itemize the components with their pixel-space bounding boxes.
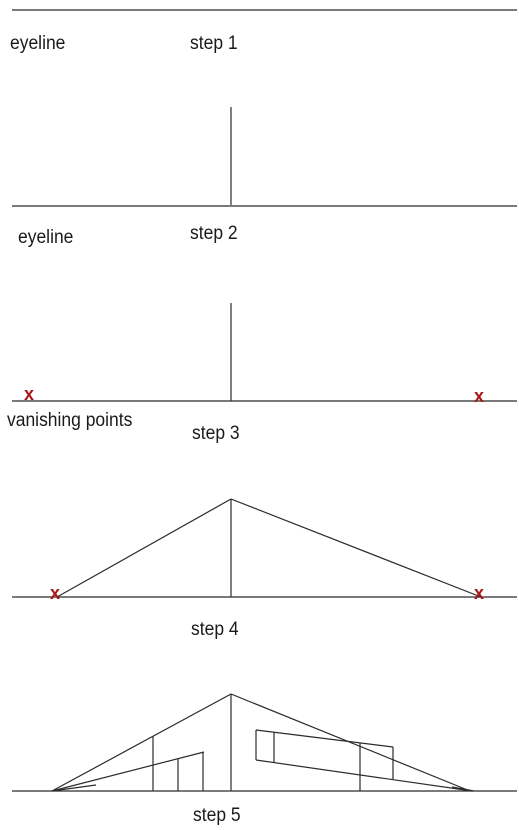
eyeline-label-1: eyeline: [10, 33, 66, 54]
step-4-label: step 4: [191, 619, 239, 640]
right-window-top: [255, 729, 394, 748]
step-5-label: step 5: [193, 805, 241, 826]
vanishing-point-left-panel-4: x: [50, 583, 61, 603]
left-base-converge-line: [51, 784, 97, 792]
vanishing-point-right-panel-4: x: [474, 583, 485, 603]
step-1-label: step 1: [190, 33, 238, 54]
left-perspective-line-panel-4: [56, 498, 232, 598]
vanishing-point-right-panel-3: x: [474, 386, 485, 406]
step-2-label: step 2: [190, 223, 238, 244]
vanishing-point-left-panel-3: x: [24, 384, 35, 404]
left-roof-line-panel-5: [51, 693, 232, 792]
right-window-bottom: [255, 759, 473, 792]
left-window-top: [51, 751, 205, 792]
right-roof-line-panel-5: [230, 693, 471, 792]
right-perspective-line-panel-4: [230, 498, 482, 598]
vanishing-points-label: vanishing points: [7, 410, 133, 431]
eyeline-label-2: eyeline: [18, 227, 74, 248]
step-3-label: step 3: [192, 423, 240, 444]
